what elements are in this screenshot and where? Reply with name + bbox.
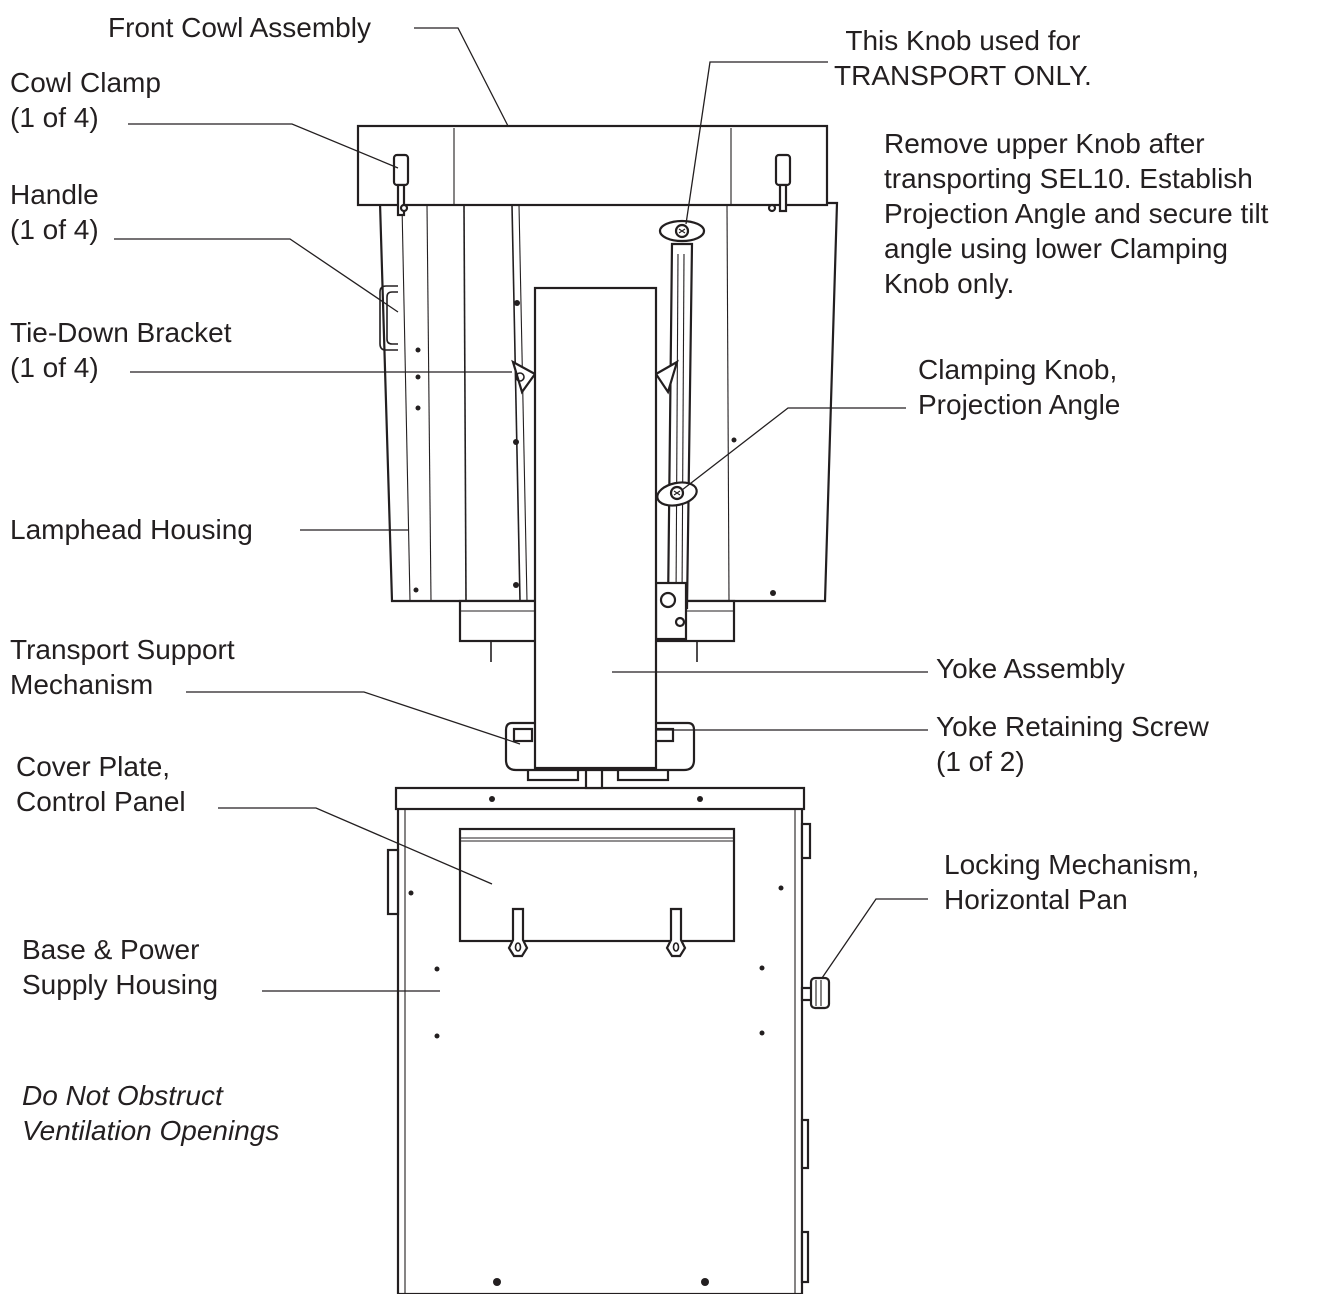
label-locking-mechanism: Locking Mechanism, Horizontal Pan [944,849,1200,915]
label-base-power-supply: Base & Power Supply Housing [22,934,219,1000]
label-handle: Handle (1 of 4) [10,179,99,245]
label-transport-knob: This Knob used for TRANSPORT ONLY. [834,25,1092,91]
handle [379,285,398,351]
label-tie-down-bracket: Tie-Down Bracket (1 of 4) [10,317,232,383]
front-cowl [356,124,829,207]
cowl-clamp [392,153,792,217]
label-transport-support-mechanism: Transport Support Mechanism [10,634,235,700]
yoke-assembly [511,286,679,770]
locking-knob [800,976,831,1010]
label-front-cowl-assembly: Front Cowl Assembly [108,12,371,43]
label-lamphead-housing: Lamphead Housing [10,514,253,545]
transport-knob [658,219,706,243]
leader-lines [114,27,928,992]
label-yoke-assembly: Yoke Assembly [936,653,1125,684]
label-clamping-knob: Clamping Knob, Projection Angle [918,354,1121,420]
clamping-knob [656,481,698,507]
label-cover-plate: Cover Plate, Control Panel [16,751,186,817]
label-cowl-clamp: Cowl Clamp (1 of 4) [10,67,161,133]
label-remove-knob-note: Remove upper Knob after transporting SEL… [884,128,1269,299]
label-yoke-retaining-screw: Yoke Retaining Screw (1 of 2) [936,711,1209,777]
yoke-arm [654,242,694,641]
cover-plate [458,827,736,958]
label-ventilation-warning: Do Not Obstruct Ventilation Openings [22,1080,280,1146]
